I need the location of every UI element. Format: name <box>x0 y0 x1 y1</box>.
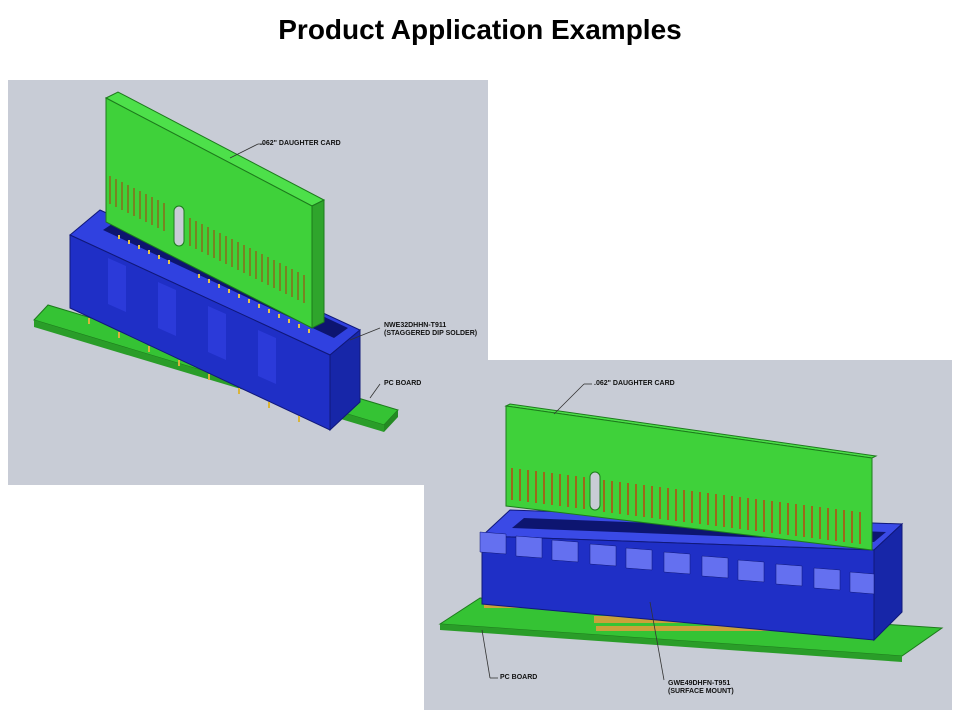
example-1-illustration: .062" DAUGHTER CARD NWE32DHHN-T911 (STAG… <box>8 80 488 485</box>
pc-board-label-1: PC BOARD <box>384 380 422 387</box>
slide-title: Product Application Examples <box>278 14 682 45</box>
daughter-card-label-1: .062" DAUGHTER CARD <box>260 140 341 147</box>
pc-board-label-2: PC BOARD <box>500 674 538 681</box>
connector-mount-label-1: (STAGGERED DIP SOLDER) <box>384 330 478 337</box>
daughter-card-label-2: .062" DAUGHTER CARD <box>594 380 675 387</box>
connector-drawing-1 <box>33 91 399 432</box>
connector-part-label-2: GWE49DHFN-T951 <box>668 680 731 687</box>
example-2-illustration: .062" DAUGHTER CARD PC BOARD GWE49DHFN-T… <box>424 360 952 710</box>
connector-part-label-1: NWE32DHHN-T911 <box>384 322 447 329</box>
connector-drawing-2 <box>438 383 944 681</box>
connector-mount-label-2: (SURFACE MOUNT) <box>668 688 734 695</box>
